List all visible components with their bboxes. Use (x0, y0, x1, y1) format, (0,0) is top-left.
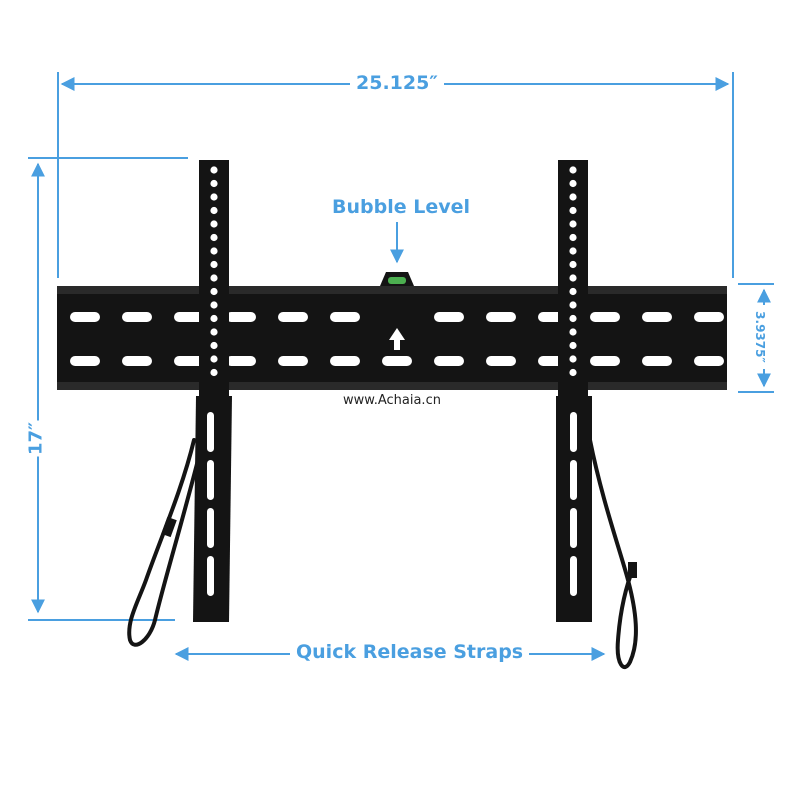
arm-hole (569, 301, 577, 309)
right-strap[interactable] (588, 438, 638, 669)
quick-release-straps-label: Quick Release Straps (290, 641, 530, 663)
arm-slot (207, 508, 214, 548)
plate-slot (434, 356, 464, 366)
right-strap-buckle (628, 562, 637, 578)
height-label: 17″ (25, 420, 47, 457)
arm-hole (210, 179, 218, 188)
plate-slot (70, 312, 100, 322)
plate-slot (122, 312, 152, 322)
arm-hole (569, 260, 577, 269)
arm-hole (569, 233, 577, 242)
arm-hole (210, 287, 218, 296)
arm-slot (570, 508, 577, 548)
plate-slot (590, 356, 620, 366)
plate-slot (174, 356, 204, 366)
plate-slot (278, 356, 308, 366)
right-arm-holes (569, 166, 577, 377)
left-arm (193, 160, 232, 622)
arm-hole (210, 301, 218, 309)
plate-slot (70, 356, 100, 366)
plate-slot (330, 312, 360, 322)
left-strap-buckle (161, 516, 177, 538)
arm-hole (569, 355, 577, 363)
plate-slot (122, 356, 152, 366)
plate-slot (226, 356, 256, 366)
plate-slot (330, 356, 360, 366)
arm-hole (569, 287, 577, 296)
arm-hole (210, 314, 218, 323)
arm-hole (569, 274, 577, 282)
wall-plate (57, 286, 727, 390)
arm-slot (207, 412, 214, 452)
plate-slot (642, 312, 672, 322)
left-strap[interactable] (127, 438, 200, 647)
arm-slot (207, 556, 214, 596)
arm-hole (210, 166, 218, 174)
arm-hole (569, 179, 577, 188)
plate-slot (434, 312, 464, 322)
arm-hole (210, 206, 218, 215)
arm-slot (570, 460, 577, 500)
arm-hole (569, 328, 577, 336)
bubble-level-vial (388, 277, 406, 284)
arm-hole (210, 355, 218, 363)
plate-slot (226, 312, 256, 322)
arm-hole (210, 193, 218, 201)
arm-slot (207, 460, 214, 500)
plate-slot (590, 312, 620, 322)
left-arm-holes (210, 166, 218, 377)
arm-hole (210, 260, 218, 269)
plate-slot (694, 312, 724, 322)
right-arm-slots (570, 412, 577, 596)
arm-slot (570, 556, 577, 596)
arm-hole (569, 314, 577, 323)
bubble-level (380, 272, 414, 286)
plate-slot (642, 356, 672, 366)
up-arrow-icon (389, 328, 405, 350)
bubble-level-label: Bubble Level (332, 196, 471, 218)
right-arm (556, 160, 592, 622)
wall-plate-top-lip (57, 286, 727, 294)
arm-hole (210, 233, 218, 242)
plate-slot (486, 312, 516, 322)
arm-hole (210, 328, 218, 336)
arm-hole (569, 193, 577, 201)
left-arm-slots (207, 412, 214, 596)
arm-hole (210, 274, 218, 282)
plate-slot (486, 356, 516, 366)
arm-hole (210, 368, 218, 377)
plate-slot (694, 356, 724, 366)
arm-hole (569, 206, 577, 215)
arm-hole (210, 220, 218, 228)
depth-label: 3.9375″ (753, 305, 767, 369)
plate-slot (174, 312, 204, 322)
arm-hole (210, 341, 218, 350)
width-label: 25.125″ (350, 72, 444, 94)
arm-hole (569, 166, 577, 174)
arm-hole (569, 341, 577, 350)
watermark: www.Achaia.cn (343, 393, 441, 408)
arm-slot (570, 412, 577, 452)
plate-slot (382, 356, 412, 366)
width-dimension (57, 72, 734, 278)
height-dimension (28, 157, 188, 621)
wall-plate-bottom-lip (57, 382, 727, 390)
arm-hole (569, 220, 577, 228)
arm-hole (210, 247, 218, 255)
arm-hole (569, 368, 577, 377)
plate-slot (278, 312, 308, 322)
arm-hole (569, 247, 577, 255)
